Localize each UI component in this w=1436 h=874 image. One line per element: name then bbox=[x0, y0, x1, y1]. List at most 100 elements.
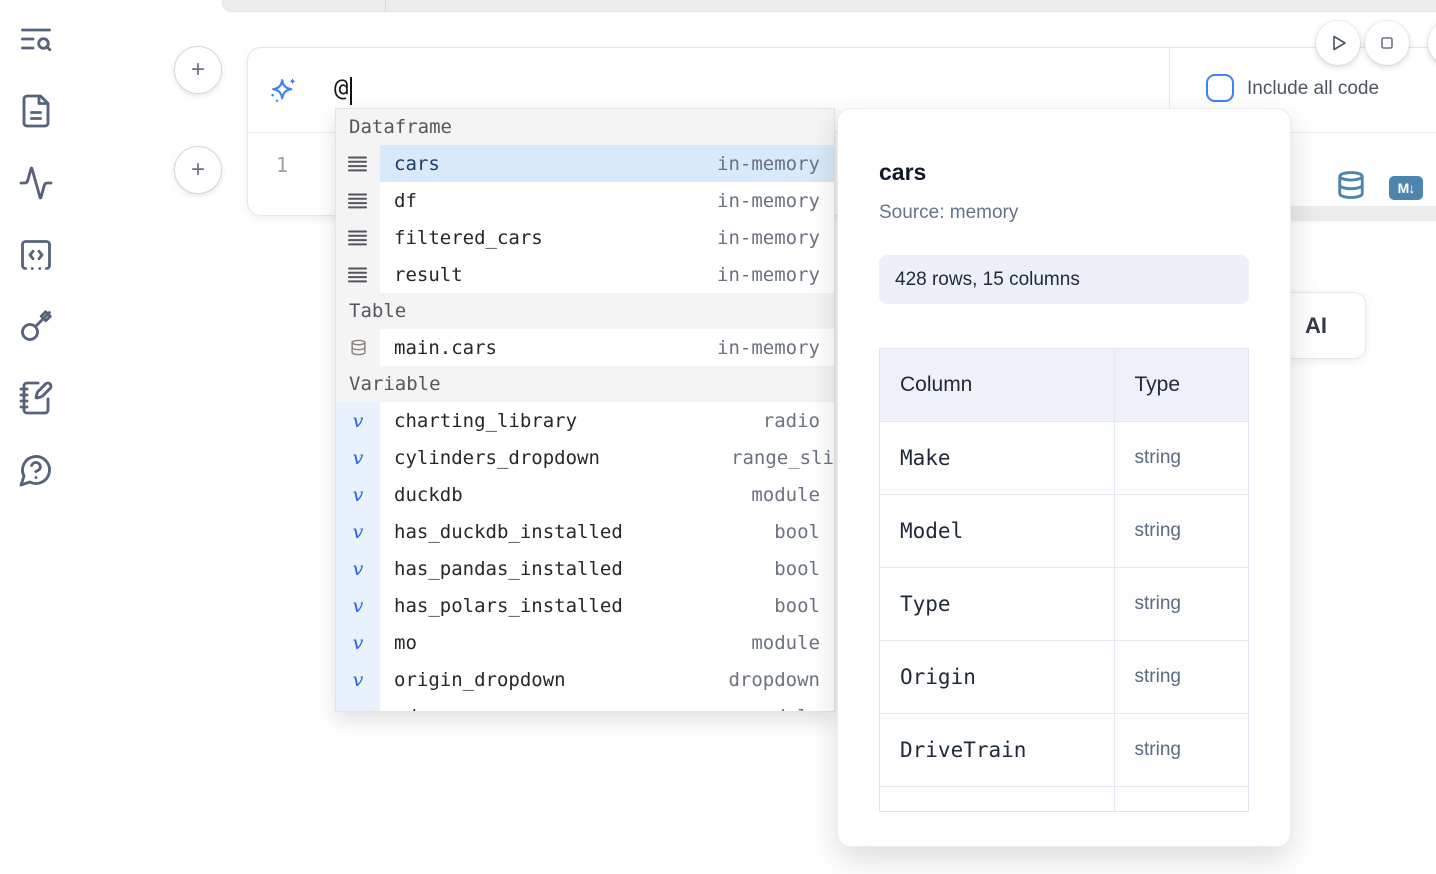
prompt-divider bbox=[1169, 48, 1170, 133]
schema-row: Model string bbox=[880, 493, 1248, 567]
autocomplete-item-charting-library[interactable]: v charting_library radio bbox=[336, 402, 834, 439]
column-type: string bbox=[1113, 566, 1248, 640]
column-name: Model bbox=[880, 493, 1114, 567]
column-name: Origin bbox=[880, 639, 1114, 713]
item-type: radio bbox=[762, 409, 820, 432]
list-search-icon[interactable] bbox=[18, 21, 54, 57]
autocomplete-item-cars[interactable]: cars in-memory bbox=[336, 145, 834, 182]
autocomplete-item-df[interactable]: df in-memory bbox=[336, 182, 834, 219]
column-header: Column bbox=[880, 349, 1114, 421]
item-name: cylinders_dropdown bbox=[394, 446, 600, 469]
autocomplete-item-has-pandas-installed[interactable]: v has_pandas_installed bool bbox=[336, 550, 834, 587]
schema-table: Column Type Make string Model string Typ… bbox=[880, 349, 1248, 811]
include-all-code-checkbox[interactable] bbox=[1206, 74, 1234, 102]
item-name: result bbox=[394, 263, 463, 286]
stop-icon bbox=[1381, 37, 1393, 49]
notebook-pen-icon[interactable] bbox=[18, 380, 54, 416]
autocomplete-item-cylinders-dropdown[interactable]: v cylinders_dropdown range_sli bbox=[336, 439, 834, 476]
help-chat-icon[interactable] bbox=[18, 452, 54, 488]
item-name: duckdb bbox=[394, 483, 463, 506]
item-type: in-memory bbox=[717, 152, 820, 175]
item-name: pd bbox=[380, 706, 417, 712]
dataframe-icon bbox=[336, 256, 380, 293]
autocomplete-item-filtered-cars[interactable]: filtered_cars in-memory bbox=[336, 219, 834, 256]
autocomplete-item-has-polars-installed[interactable]: v has_polars_installed bool bbox=[336, 587, 834, 624]
table-database-icon bbox=[336, 329, 380, 366]
activity-icon[interactable] bbox=[18, 165, 54, 201]
autocomplete-item-main-cars[interactable]: main.cars in-memory bbox=[336, 329, 834, 366]
autocomplete-dropdown: Dataframe cars in-memory df in-memory fi… bbox=[335, 108, 835, 712]
autocomplete-section-header: Table bbox=[336, 293, 834, 329]
dataframe-icon bbox=[336, 182, 380, 219]
stop-cell-button[interactable] bbox=[1365, 21, 1409, 65]
item-type: in-memory bbox=[717, 189, 820, 212]
key-icon[interactable] bbox=[18, 308, 54, 344]
column-type: string bbox=[1113, 493, 1248, 567]
item-type: in-memory bbox=[717, 226, 820, 249]
autocomplete-item-result[interactable]: result in-memory bbox=[336, 256, 834, 293]
preview-shape-badge: 428 rows, 15 columns bbox=[879, 255, 1249, 304]
item-name: origin_dropdown bbox=[394, 668, 566, 691]
item-type: bool bbox=[774, 594, 820, 617]
item-type: module bbox=[751, 631, 820, 654]
markdown-icon[interactable]: M↓ bbox=[1389, 176, 1423, 200]
autocomplete-item-duckdb[interactable]: v duckdb module bbox=[336, 476, 834, 513]
previous-cell-divider bbox=[385, 0, 386, 12]
dataframe-icon bbox=[336, 145, 380, 182]
schema-row-partial bbox=[880, 785, 1248, 811]
column-name bbox=[880, 785, 1114, 811]
item-type: bool bbox=[774, 520, 820, 543]
column-type bbox=[1113, 785, 1248, 811]
line-number: 1 bbox=[275, 153, 289, 177]
previous-cell-bottom-strip bbox=[222, 0, 1436, 12]
schema-row: DriveTrain string bbox=[880, 712, 1248, 786]
item-name: df bbox=[394, 189, 417, 212]
column-type: string bbox=[1113, 712, 1248, 786]
datasource-icon[interactable] bbox=[1336, 170, 1366, 200]
item-type: module bbox=[751, 483, 820, 506]
item-name: cars bbox=[394, 152, 440, 175]
column-name: Make bbox=[880, 420, 1114, 494]
code-block-icon[interactable] bbox=[18, 237, 54, 273]
item-type: dropdown bbox=[728, 668, 820, 691]
run-cell-button[interactable] bbox=[1316, 21, 1360, 65]
add-cell-above-button[interactable]: + bbox=[174, 46, 222, 94]
column-name: Type bbox=[880, 566, 1114, 640]
item-type: bool bbox=[774, 557, 820, 580]
autocomplete-item-pd[interactable]: v pd module bbox=[336, 698, 834, 712]
text-cursor bbox=[350, 77, 352, 105]
schema-row: Origin string bbox=[880, 639, 1248, 713]
item-type: module bbox=[751, 706, 834, 712]
item-type: range_sli bbox=[731, 446, 834, 469]
item-type: in-memory bbox=[717, 336, 820, 359]
autocomplete-item-mo[interactable]: v mo module bbox=[336, 624, 834, 661]
variable-icon: v bbox=[336, 587, 380, 624]
type-header: Type bbox=[1113, 349, 1248, 421]
add-cell-below-button[interactable]: + bbox=[174, 146, 222, 194]
variable-icon: v bbox=[336, 439, 380, 476]
item-name: has_duckdb_installed bbox=[394, 520, 623, 543]
autocomplete-item-has-duckdb-installed[interactable]: v has_duckdb_installed bool bbox=[336, 513, 834, 550]
schema-row: Make string bbox=[880, 420, 1248, 494]
play-icon bbox=[1333, 35, 1346, 51]
file-document-icon[interactable] bbox=[18, 93, 54, 129]
extra-action-button[interactable] bbox=[1428, 21, 1436, 65]
autocomplete-item-origin-dropdown[interactable]: v origin_dropdown dropdown bbox=[336, 661, 834, 698]
variable-icon: v bbox=[336, 698, 380, 711]
variable-icon: v bbox=[336, 402, 380, 439]
column-type: string bbox=[1113, 639, 1248, 713]
item-name: mo bbox=[394, 631, 417, 654]
item-name: has_polars_installed bbox=[394, 594, 623, 617]
variable-icon: v bbox=[336, 476, 380, 513]
item-name: main.cars bbox=[394, 336, 497, 359]
ai-prompt-input[interactable]: @ bbox=[334, 74, 349, 102]
item-type: in-memory bbox=[717, 263, 820, 286]
autocomplete-section-header: Dataframe bbox=[336, 109, 834, 145]
variable-icon: v bbox=[336, 550, 380, 587]
schema-header-row: Column Type bbox=[880, 349, 1248, 421]
item-name: filtered_cars bbox=[394, 226, 543, 249]
column-type: string bbox=[1113, 420, 1248, 494]
variable-icon: v bbox=[336, 624, 380, 661]
variable-icon: v bbox=[336, 513, 380, 550]
schema-table-wrapper: Column Type Make string Model string Typ… bbox=[879, 348, 1249, 812]
